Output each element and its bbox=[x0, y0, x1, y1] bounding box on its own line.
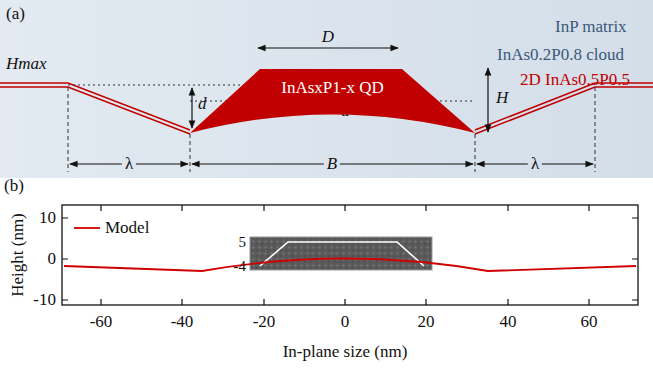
tick-label: 5 bbox=[239, 234, 247, 251]
legend-line bbox=[74, 227, 100, 229]
tem-inset bbox=[250, 237, 432, 270]
dimension-label: H bbox=[496, 89, 508, 108]
tick-label: 20 bbox=[418, 313, 435, 332]
dimension-label: D bbox=[322, 28, 334, 47]
axis-title: Height (nm) bbox=[9, 213, 28, 297]
legend-label: Model bbox=[105, 219, 149, 238]
region-label: InP matrix bbox=[555, 18, 627, 37]
axes-frame bbox=[62, 205, 638, 305]
tick-label: -4 bbox=[234, 258, 247, 275]
qd-shape bbox=[190, 66, 475, 134]
dimension-label: λ bbox=[528, 155, 542, 174]
tick-label: -40 bbox=[171, 313, 194, 332]
tick-label: -60 bbox=[90, 313, 113, 332]
region-label: InAs0.2P0.8 cloud bbox=[497, 46, 624, 65]
dimension-arrow bbox=[191, 88, 192, 128]
axis-ticks bbox=[62, 205, 638, 305]
region-label: 2D InAs0.5P0.5 bbox=[520, 71, 630, 90]
matrix-ground bbox=[0, 0, 653, 178]
qd-outline bbox=[260, 242, 424, 266]
dimension-arrow bbox=[258, 47, 398, 48]
axis-title: In-plane size (nm) bbox=[283, 343, 408, 362]
tick-label: 0 bbox=[48, 250, 57, 269]
dimension-label: Hmax bbox=[6, 55, 47, 74]
tick-label: 0 bbox=[341, 313, 350, 332]
quantum-dot: InAsxP1-x QD bbox=[190, 66, 475, 134]
dimension-arrow bbox=[487, 68, 488, 132]
qd-body bbox=[190, 69, 475, 133]
dimension-label: λ bbox=[122, 155, 136, 174]
tick-label: 40 bbox=[500, 313, 517, 332]
panel-label: (b) bbox=[4, 177, 24, 196]
qd-label: InAsxP1-x QD bbox=[190, 78, 475, 98]
tick-label: -10 bbox=[33, 291, 56, 310]
tick-label: 60 bbox=[581, 313, 598, 332]
dimension-label: d bbox=[198, 95, 207, 114]
tick-label: -20 bbox=[253, 313, 276, 332]
dimension-label: B bbox=[324, 155, 340, 174]
tick-label: 10 bbox=[39, 209, 56, 228]
panel-label: (a) bbox=[6, 5, 25, 24]
model-curve bbox=[64, 259, 636, 272]
